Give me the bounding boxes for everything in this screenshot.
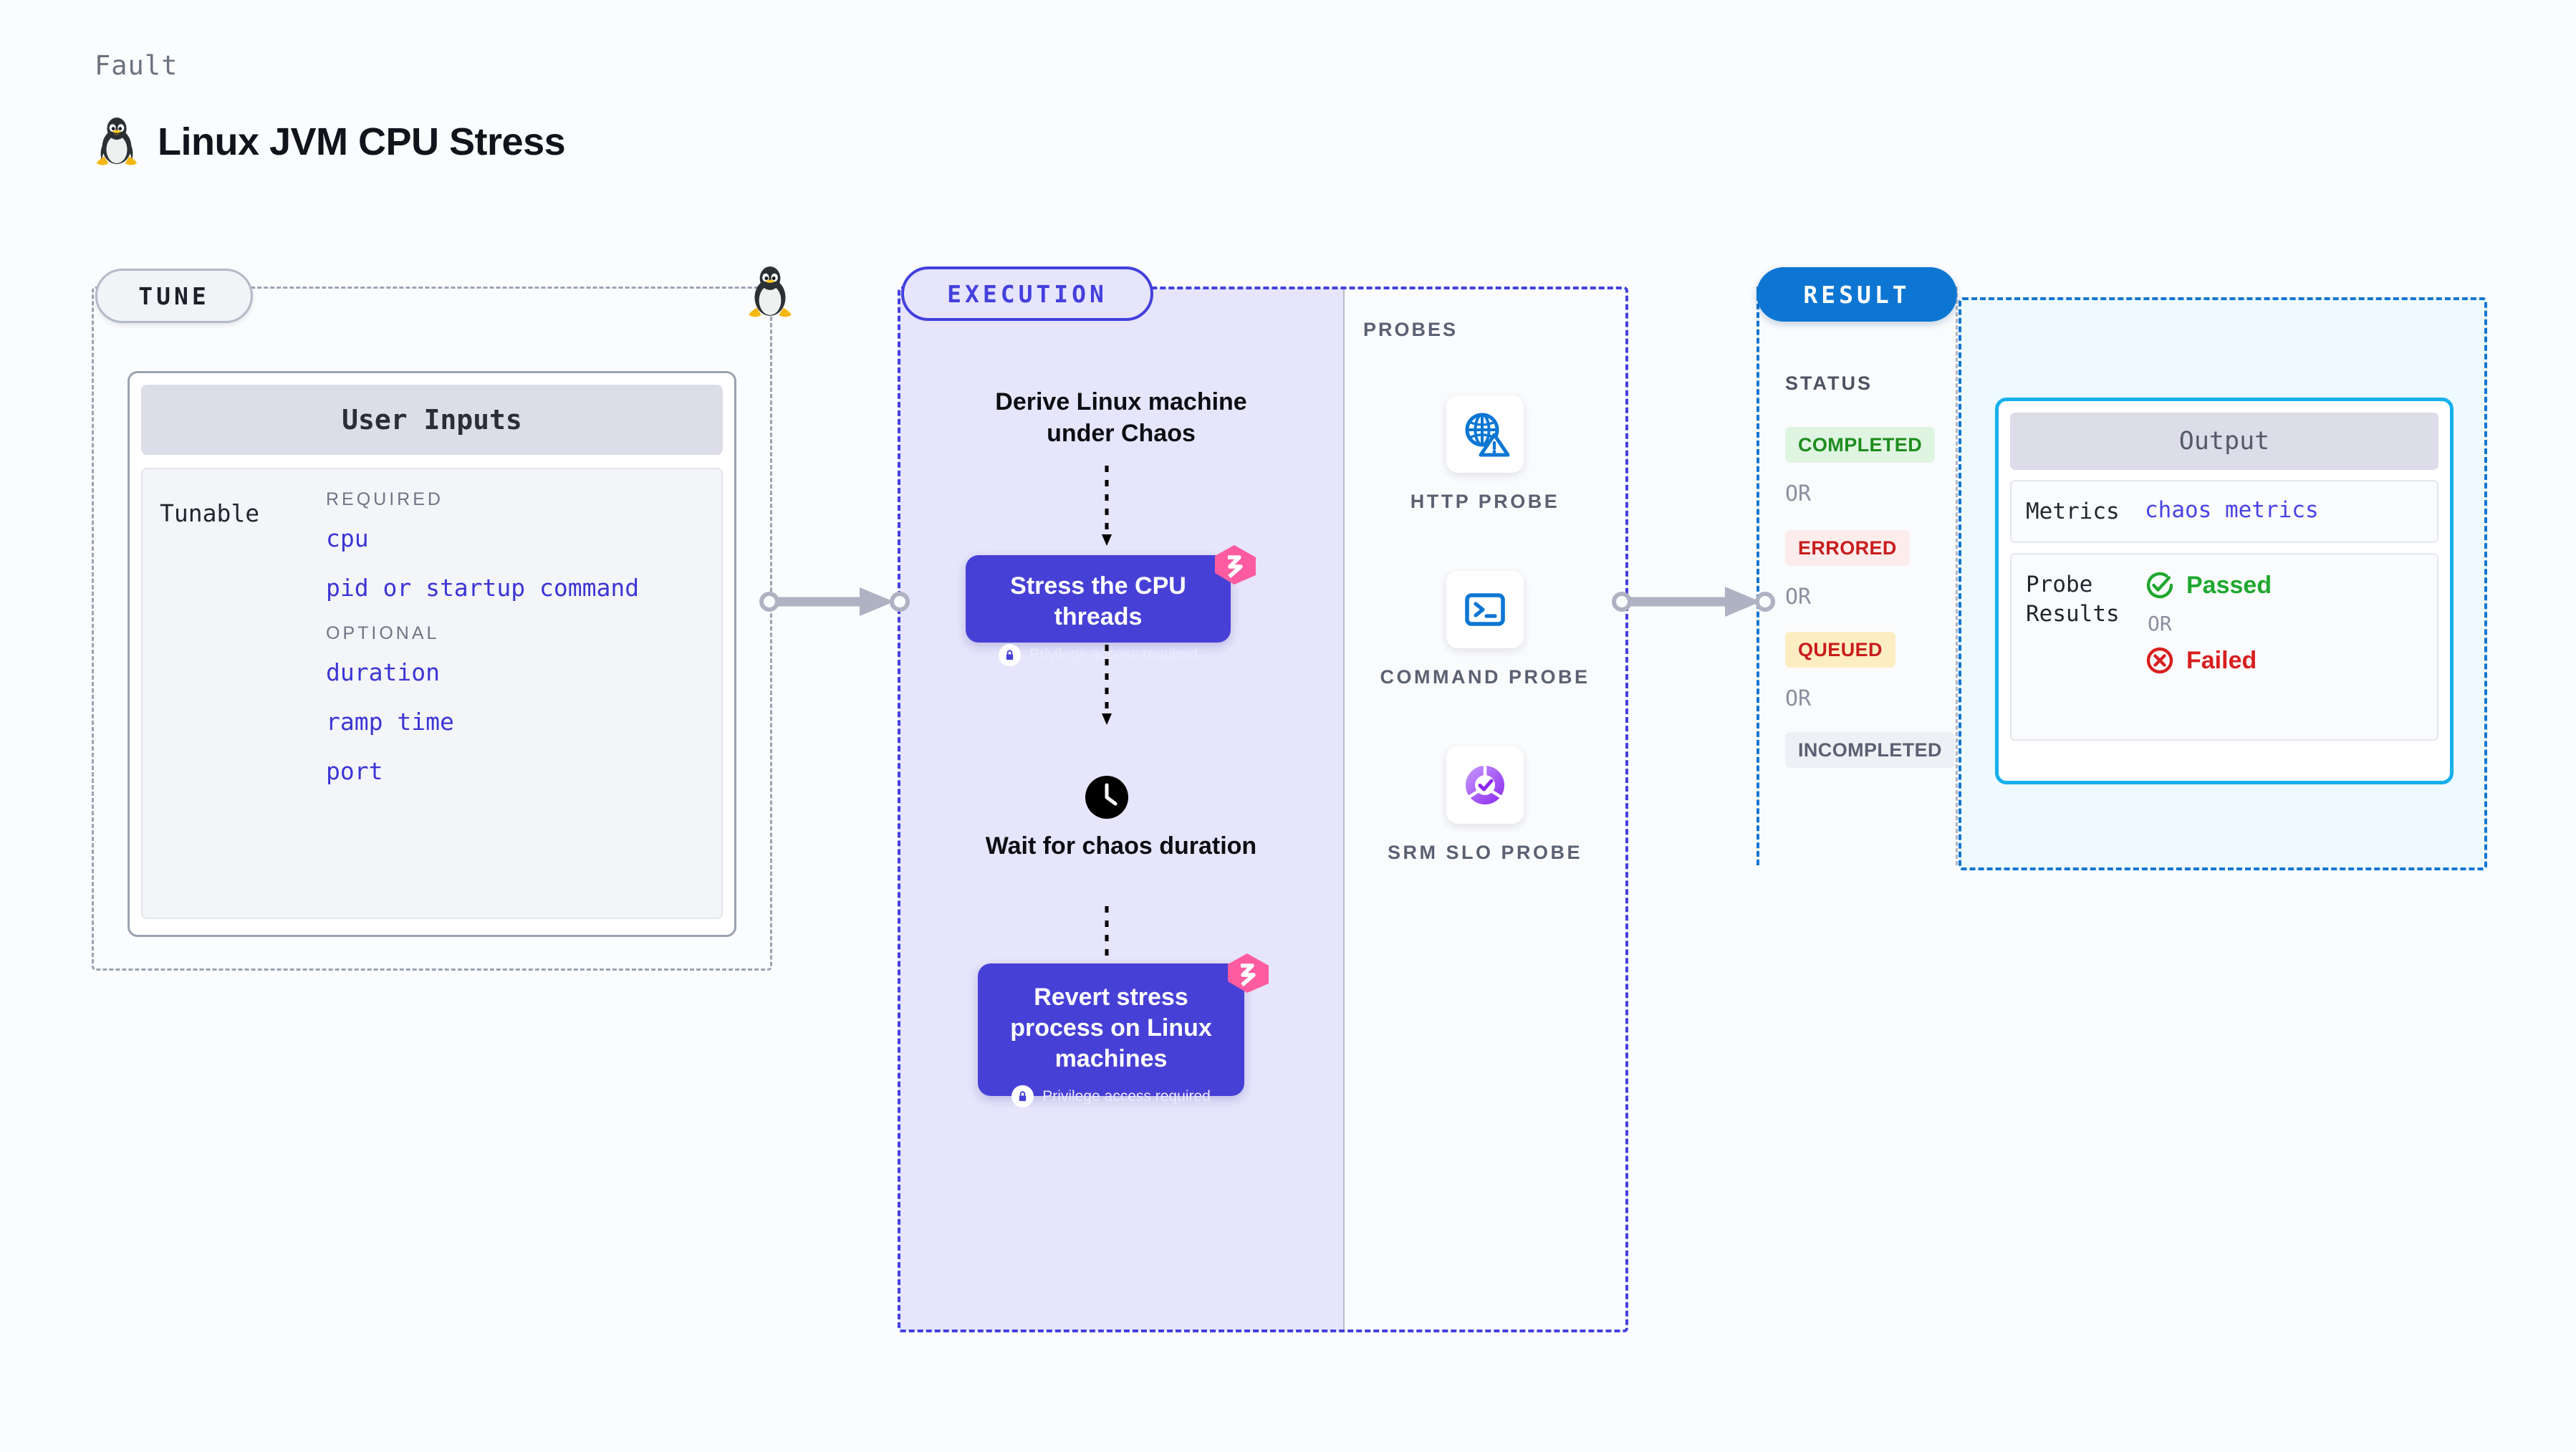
user-inputs-card: User Inputs Tunable REQUIRED cpu pid or … bbox=[128, 371, 736, 937]
globe-warning-icon bbox=[1465, 413, 1510, 457]
status-badge-completed: COMPLETED bbox=[1785, 427, 1936, 463]
tunable-item-ramp-time[interactable]: ramp time bbox=[326, 708, 454, 736]
probe-result-failed-label: Failed bbox=[2186, 646, 2257, 674]
status-section-title: STATUS bbox=[1785, 372, 1873, 394]
tux-penguin-icon-border bbox=[749, 266, 792, 317]
user-inputs-title: User Inputs bbox=[141, 385, 723, 455]
tunable-item-pid-or-startup-command[interactable]: pid or startup command bbox=[326, 574, 640, 602]
connector-tune-to-execution bbox=[759, 587, 910, 616]
tunable-label: Tunable bbox=[160, 499, 260, 527]
slo-donut-check-icon bbox=[1466, 766, 1504, 804]
status-or-2: OR bbox=[1785, 585, 1812, 610]
status-or-1: OR bbox=[1785, 481, 1812, 506]
tune-region bbox=[92, 287, 772, 971]
output-metrics-key: Metrics bbox=[2026, 499, 2120, 524]
tunable-item-port[interactable]: port bbox=[326, 757, 383, 785]
output-card-title: Output bbox=[2010, 413, 2438, 470]
execution-card-stress-cpu[interactable]: Stress the CPU threads Privilege access … bbox=[966, 555, 1231, 666]
probe-tile-http bbox=[1446, 395, 1524, 473]
execution-region bbox=[898, 287, 1628, 1332]
lock-icon bbox=[999, 643, 1022, 666]
output-probe-results-values: Passed OR Failed bbox=[2145, 570, 2272, 723]
probe-result-failed: Failed bbox=[2145, 645, 2272, 675]
execution-step-wait-duration: Wait for chaos duration bbox=[985, 832, 1257, 860]
execution-pill-label: EXECUTION bbox=[901, 266, 1153, 321]
status-badge-queued: QUEUED bbox=[1785, 632, 1895, 668]
probe-result-passed-label: Passed bbox=[2186, 571, 2272, 599]
tunable-item-cpu[interactable]: cpu bbox=[326, 524, 369, 552]
page-title: Linux JVM CPU Stress bbox=[158, 120, 566, 163]
connector-probes-to-result bbox=[1612, 587, 1775, 617]
group-title-optional: OPTIONAL bbox=[326, 623, 440, 643]
status-badge-errored: ERRORED bbox=[1785, 530, 1910, 566]
user-inputs-body: Tunable REQUIRED cpu pid or startup comm… bbox=[141, 468, 723, 919]
probes-section-title: PROBES bbox=[1363, 319, 1458, 340]
tux-penguin-icon bbox=[96, 117, 138, 165]
output-row-probe-results: Probe Results Passed OR Failed bbox=[2010, 553, 2438, 741]
privilege-note-stress-text: Privilege access required bbox=[1029, 646, 1198, 663]
output-probe-results-key: Probe Results bbox=[2026, 572, 2120, 627]
probe-label-command: COMMAND PROBE bbox=[1380, 666, 1590, 688]
probe-tile-srm-slo bbox=[1446, 746, 1524, 824]
flow-arrow-2 bbox=[1102, 645, 1112, 725]
probe-label-http: HTTP PROBE bbox=[1410, 491, 1560, 512]
output-metrics-value[interactable]: chaos metrics bbox=[2145, 497, 2319, 523]
result-pill-label: RESULT bbox=[1756, 267, 1957, 322]
lock-icon bbox=[1011, 1085, 1034, 1108]
status-badge-incompleted: INCOMPLETED bbox=[1785, 732, 1955, 768]
result-status-region bbox=[1756, 287, 1959, 865]
execution-probes-divider bbox=[1343, 288, 1345, 1331]
tunable-list: REQUIRED cpu pid or startup command OPTI… bbox=[326, 489, 704, 898]
execution-step-derive-machine: Derive Linux machine under Chaos bbox=[995, 388, 1247, 447]
clock-icon bbox=[1085, 776, 1128, 819]
output-card: Output Metrics chaos metrics Probe Resul… bbox=[1995, 398, 2454, 784]
probe-item-srm-slo[interactable]: SRM SLO PROBE bbox=[1367, 746, 1603, 865]
x-circle-icon bbox=[2146, 648, 2173, 674]
execution-card-revert-stress[interactable]: Revert stress process on Linux machines … bbox=[978, 963, 1244, 1108]
output-row-metrics: Metrics chaos metrics bbox=[2010, 480, 2438, 544]
group-title-required: REQUIRED bbox=[326, 489, 443, 509]
probe-result-passed: Passed bbox=[2145, 570, 2272, 600]
privilege-note-revert-text: Privilege access required bbox=[1042, 1087, 1211, 1105]
probe-tile-command bbox=[1446, 571, 1524, 648]
probe-item-command[interactable]: COMMAND PROBE bbox=[1367, 571, 1603, 690]
privilege-note-stress: Privilege access required bbox=[966, 643, 1231, 666]
flow-arrow-1 bbox=[1102, 466, 1112, 546]
tune-pill-label: TUNE bbox=[95, 269, 253, 323]
status-or-3: OR bbox=[1785, 686, 1812, 711]
terminal-icon bbox=[1465, 593, 1505, 626]
tunable-item-duration[interactable]: duration bbox=[326, 658, 440, 686]
privilege-note-revert: Privilege access required bbox=[978, 1085, 1244, 1108]
execution-card-revert-stress-title: Revert stress process on Linux machines bbox=[1010, 984, 1212, 1072]
harness-logo-badge-icon bbox=[1228, 953, 1269, 993]
execution-card-stress-cpu-title: Stress the CPU threads bbox=[1010, 572, 1186, 630]
result-status-divider bbox=[1956, 287, 1958, 865]
page-title-row: Linux JVM CPU Stress bbox=[95, 116, 566, 168]
probe-label-srm-slo: SRM SLO PROBE bbox=[1387, 842, 1583, 863]
page-eyebrow: Fault bbox=[95, 50, 178, 81]
check-circle-icon bbox=[2146, 572, 2173, 599]
probe-result-or: OR bbox=[2148, 612, 2172, 636]
harness-logo-badge-icon bbox=[1215, 545, 1256, 585]
probe-item-http[interactable]: HTTP PROBE bbox=[1367, 395, 1603, 514]
